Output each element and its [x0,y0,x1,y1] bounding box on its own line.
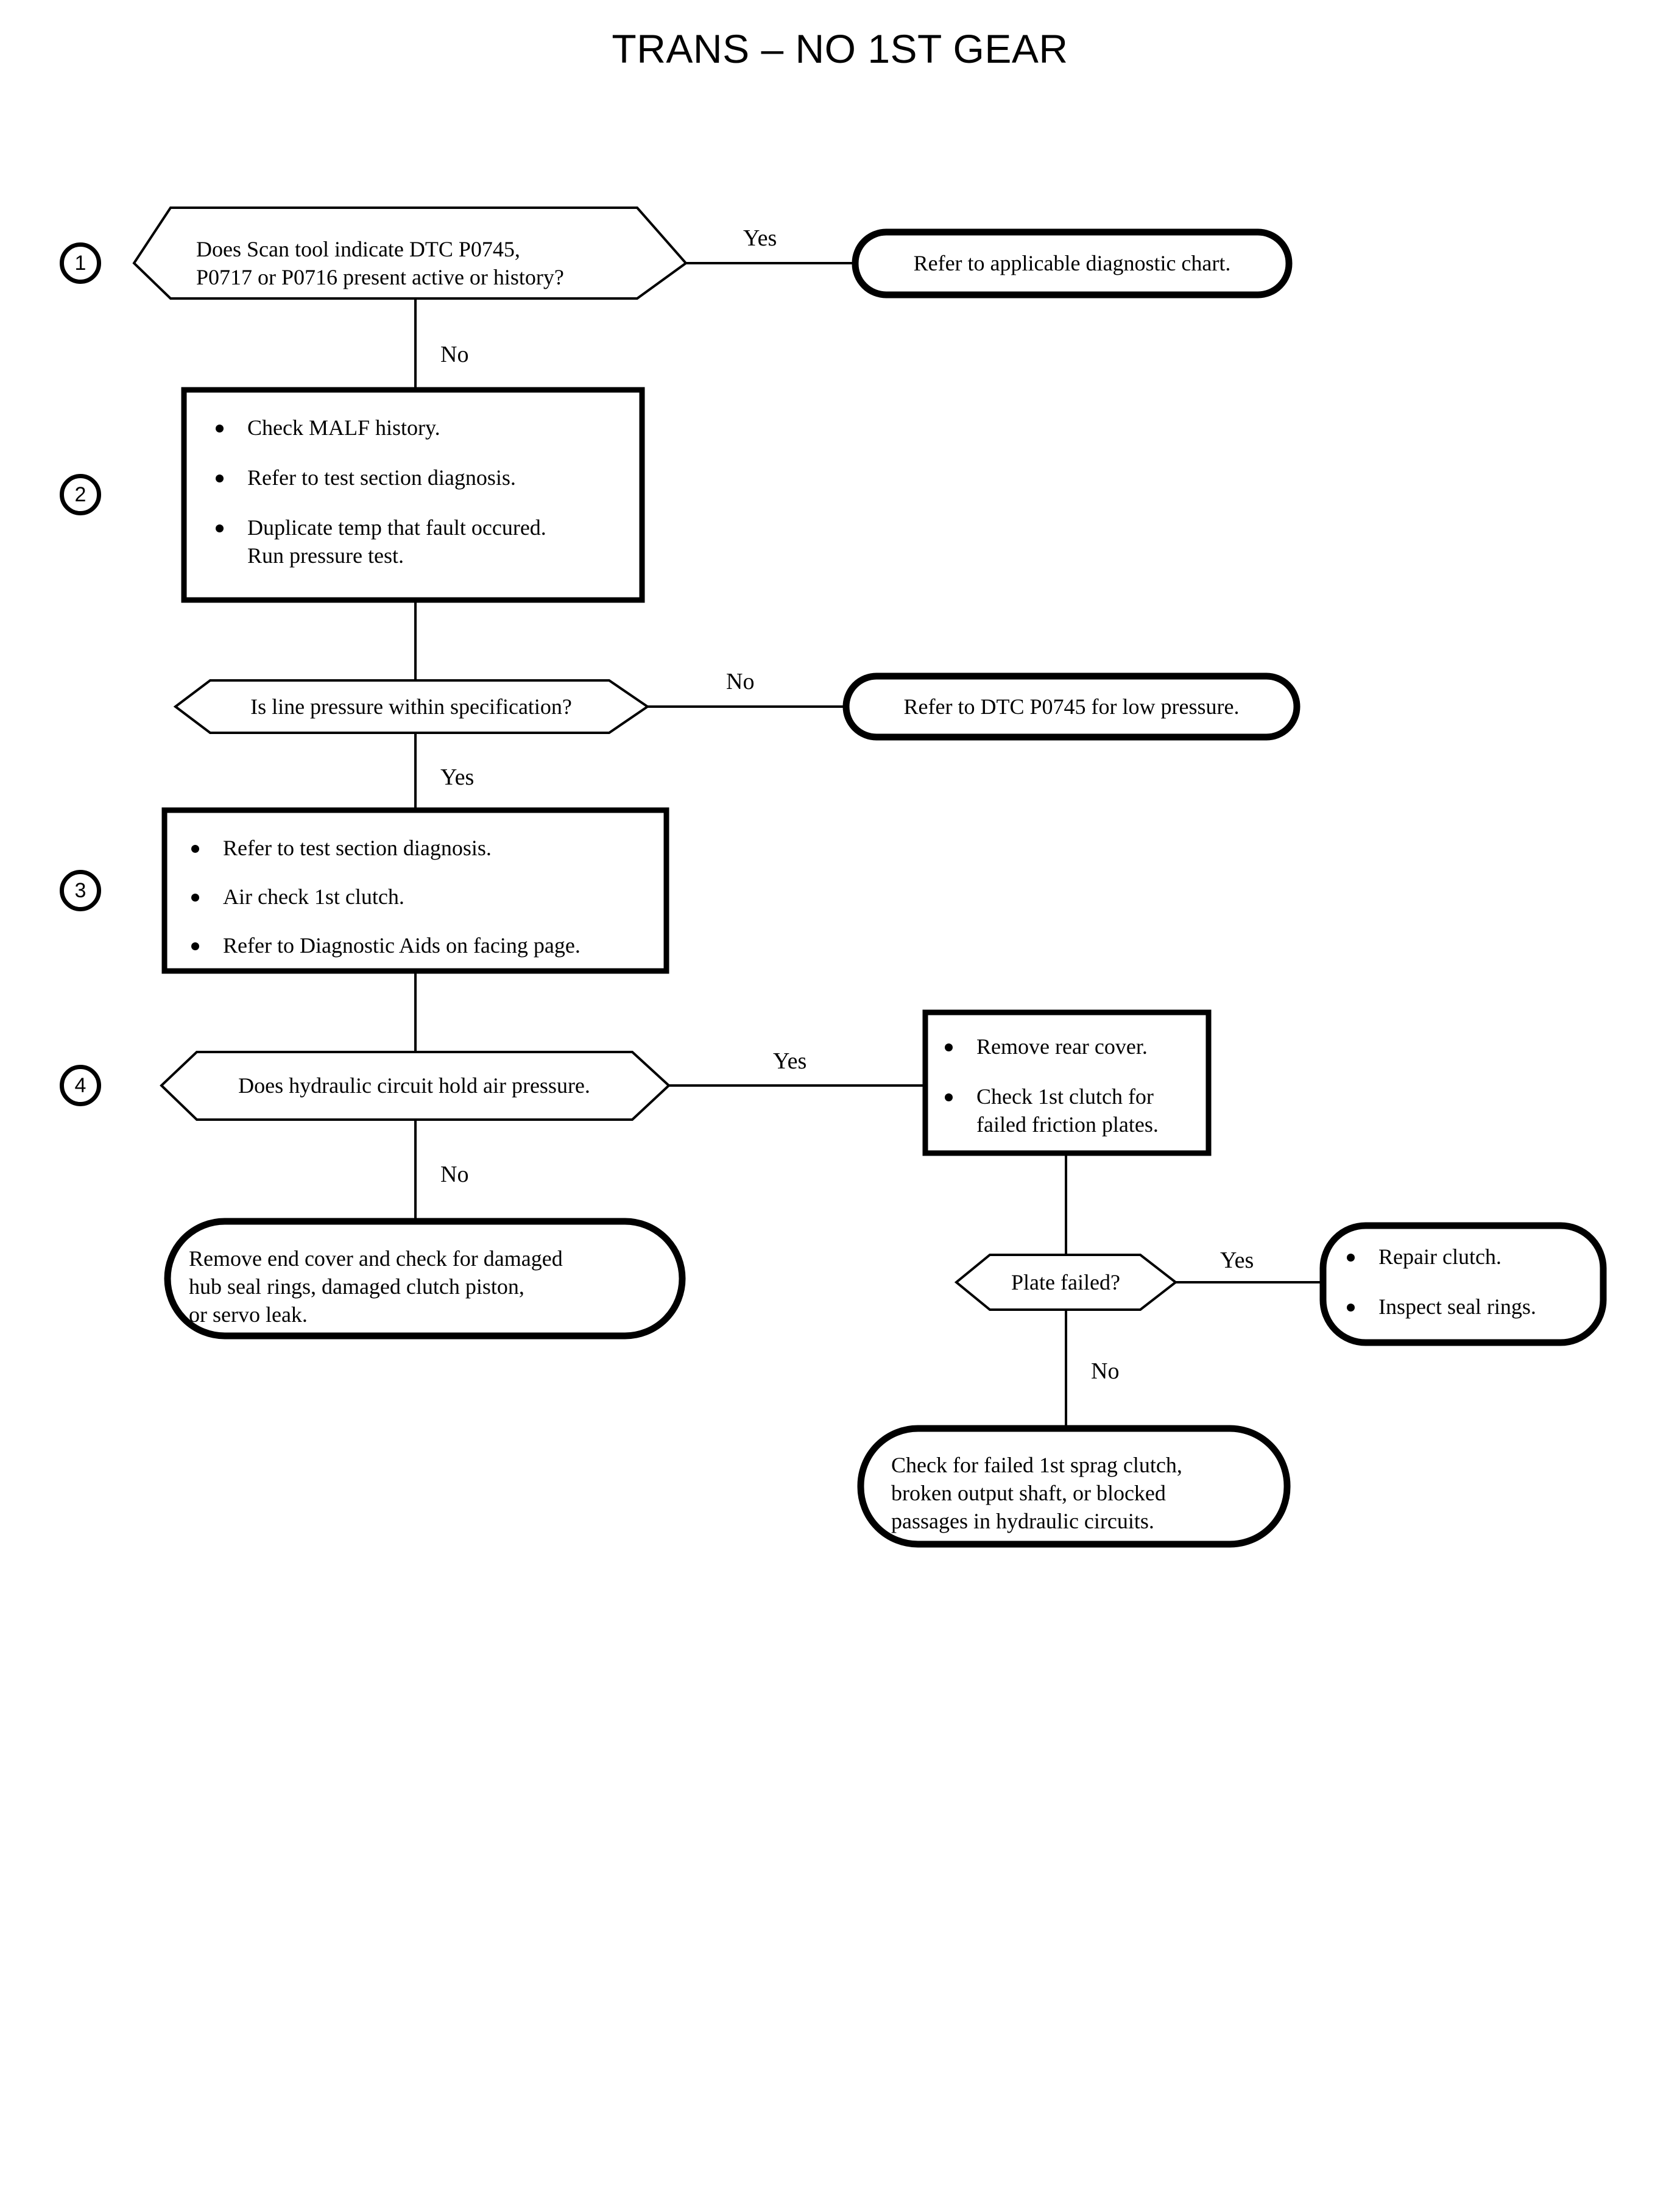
step-badge-3: 3 [60,870,101,911]
decision-node-4-label: Does hydraulic circuit hold air pressure… [238,1073,590,1098]
list-item: Inspect seal rings. [1343,1293,1593,1321]
terminal-node-1 [852,228,1293,298]
process-node-2-list: Check MALF history. Refer to test sectio… [212,414,632,570]
branch-label-d2-no: No [726,669,755,694]
decision-node-1 [132,207,688,300]
list-item: Refer to Diagnostic Aids on facing page. [188,931,657,959]
decision-node-5-label: Plate failed? [1011,1270,1120,1294]
list-item: Refer to test section diagnosis. [212,464,632,492]
terminal-node-4-list: Repair clutch. Inspect seal rings. [1343,1243,1593,1321]
decision-node-1-label: Does Scan tool indicate DTC P0745, P0717… [196,237,564,289]
process-node-3 [161,807,669,974]
branch-label-d4-yes: Yes [773,1048,807,1074]
terminal-node-2 [842,673,1301,741]
step-badge-1: 1 [60,242,101,284]
terminal-node-3-label: Remove end cover and check for damaged h… [189,1246,563,1327]
branch-label-d5-no: No [1091,1358,1120,1384]
terminal-node-1-label: Refer to applicable diagnostic chart. [913,251,1231,275]
list-item: Check MALF history. [212,414,632,442]
decision-node-2-label: Is line pressure within specification? [250,694,572,719]
list-item: Refer to test section diagnosis. [188,834,657,862]
decision-node-4 [160,1051,671,1121]
step-badge-4: 4 [60,1065,101,1106]
branch-label-d1-yes: Yes [743,225,777,251]
branch-label-d2-yes: Yes [440,764,475,790]
list-item: Duplicate temp that fault occured. Run p… [212,514,632,570]
process-node-4-right-list: Remove rear cover. Check 1st clutch for … [941,1033,1197,1139]
decision-node-2 [173,679,650,734]
terminal-node-5-label: Check for failed 1st sprag clutch, broke… [891,1453,1182,1533]
branch-label-d5-yes: Yes [1220,1248,1254,1273]
process-node-4-right [922,1009,1212,1156]
decision-node-5 [954,1254,1178,1311]
list-item: Repair clutch. [1343,1243,1593,1271]
process-node-2 [181,387,645,603]
branch-label-d4-no: No [440,1162,469,1187]
list-item: Check 1st clutch for failed friction pla… [941,1082,1197,1139]
process-node-3-list: Refer to test section diagnosis. Air che… [188,834,657,959]
terminal-node-4 [1319,1222,1607,1346]
terminal-node-5 [857,1425,1291,1548]
list-item: Remove rear cover. [941,1033,1197,1061]
terminal-node-3 [164,1218,686,1340]
branch-label-d1-no: No [440,342,469,367]
terminal-node-2-label: Refer to DTC P0745 for low pressure. [903,694,1240,719]
step-badge-2: 2 [60,474,101,515]
list-item: Air check 1st clutch. [188,883,657,911]
page-title: TRANS – NO 1ST GEAR [612,26,1068,71]
